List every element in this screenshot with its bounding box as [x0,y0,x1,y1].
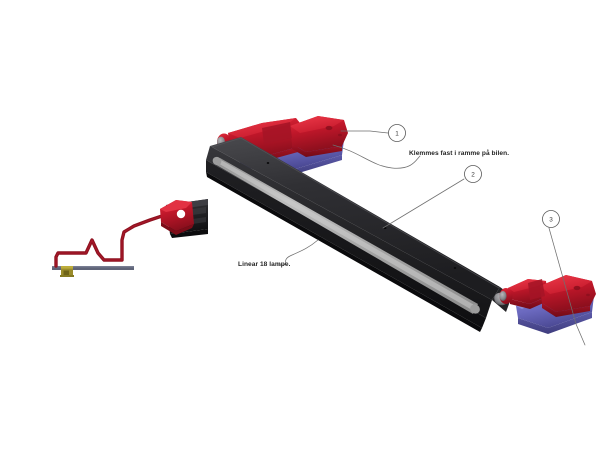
leader-line-note-lamp [277,239,319,266]
note-linear-18-lamp: Linear 18 lampe. [238,261,291,268]
balloon-1[interactable]: 1 [388,124,406,142]
boot-pin-hole [176,209,186,219]
balloon-2[interactable]: 2 [464,165,482,183]
note-mount-in-frame: Klemmes fast i ramme på bilen. [409,149,509,157]
harness-rail [52,266,134,270]
bracket-lower-end-boss [499,288,513,304]
balloon-3[interactable]: 3 [542,210,560,228]
leader-line-1 [340,130,389,134]
leader-line-3 [548,227,586,346]
callout-balloons: 1 2 3 [388,124,560,228]
wire-harness-assembly [52,199,208,277]
annotation-texts: Klemmes fast i ramme på bilen. Linear 18… [238,149,509,268]
linear-18-light-bar [206,137,512,332]
balloon-3-number: 3 [549,217,553,224]
leader-line-note-mount [332,144,421,169]
harness-terminal-lug [60,266,74,277]
leader-line-2 [382,178,465,229]
mounting-bracket-lower [499,275,596,334]
balloon-1-number: 1 [395,131,399,138]
leader-lines [277,130,586,346]
balloon-2-number: 2 [471,172,475,179]
harness-connector-boot [160,200,194,235]
harness-cable [54,214,164,268]
